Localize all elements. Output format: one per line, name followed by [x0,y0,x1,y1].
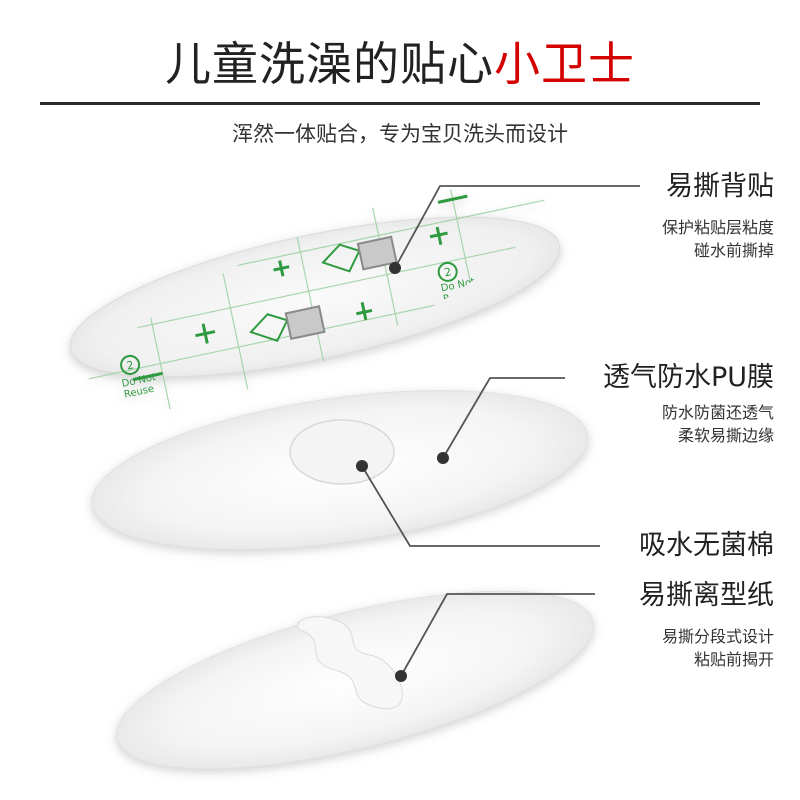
page-title: 儿童洗澡的贴心小卫士 [0,34,800,94]
label-pu-film: 透气防水PU膜 防水防菌还透气 柔软易撕边缘 [603,359,774,447]
layer-name: 易撕离型纸 [639,580,774,611]
layer-pu-film [91,390,589,550]
label-absorbent-cotton: 吸水无菌棉 [639,527,774,565]
label-release-paper: 易撕离型纸 易撕分段式设计 粘贴前揭开 [639,577,774,671]
layer-desc-2: 碰水前撕掉 [693,241,774,260]
layer-name: 透气防水PU膜 [602,362,774,393]
layer-desc-2: 粘贴前揭开 [693,650,774,669]
layer-backing-sticker: 2 Do Not Reuse 2 Do Not Reuse [61,189,569,413]
layer-name: 易撕背贴 [666,171,774,202]
layer-name: 吸水无菌棉 [639,530,774,561]
page-subtitle: 浑然一体贴合，专为宝贝洗头而设计 [232,122,568,146]
layer-desc-1: 易撕分段式设计 [661,627,774,646]
sticker-number-2: 2 [443,265,453,279]
title-accent: 小卫士 [494,37,635,91]
layer-desc-1: 保护粘贴层粘度 [661,218,774,237]
wave-split-line [297,616,403,710]
layer-desc-2: 柔软易撕边缘 [677,426,774,445]
title-main: 儿童洗澡的贴心 [165,37,494,91]
sticker-print-icon [249,235,398,343]
layer-desc-1: 防水防菌还透气 [661,403,774,422]
leader-lines [361,185,640,677]
cotton-pad [289,419,395,485]
leader-dots [356,262,449,682]
label-backing-sticker: 易撕背贴 保护粘贴层粘度 碰水前撕掉 [662,168,774,262]
sticker-number: 2 [125,358,135,372]
title-divider [40,102,760,105]
layer-release-paper [116,590,594,770]
